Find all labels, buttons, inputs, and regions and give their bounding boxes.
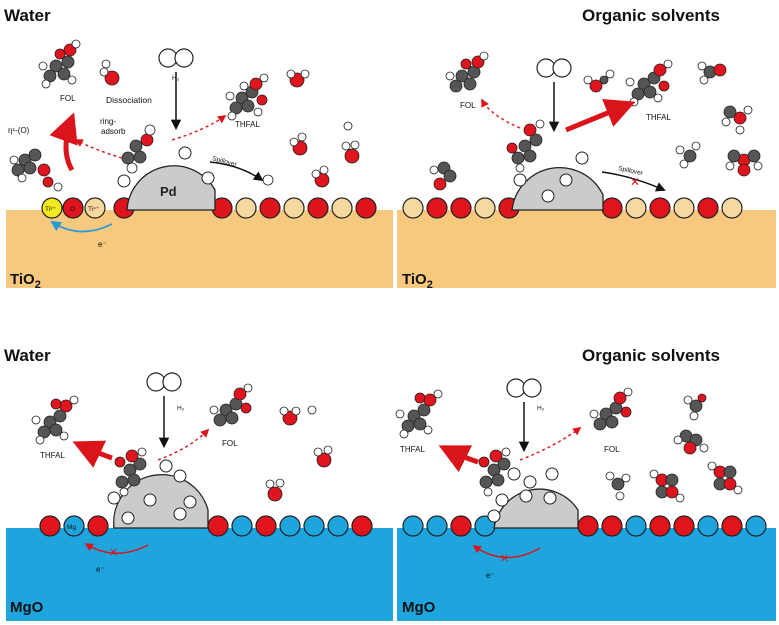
electron-label: e⁻ [96, 565, 105, 574]
surface-atoms-top-left [41, 197, 377, 219]
panel-title-top-left: Water [4, 6, 51, 25]
fol-label: FOL [222, 439, 238, 448]
fol-molecule [445, 51, 489, 93]
h2-molecule [146, 372, 182, 392]
thfal-molecule [225, 73, 269, 121]
panel-title-top-right: Organic solvents [582, 6, 720, 25]
fol-label: FOL [60, 94, 76, 103]
h2-molecule [536, 58, 572, 78]
oxygen-atom [62, 197, 84, 219]
dissociation-label: Dissociation [106, 95, 152, 105]
blocked-x-icon: ✕ [109, 547, 118, 559]
oxygen-atom [355, 197, 377, 219]
support-label-top-left: TiO2 [10, 271, 41, 291]
ti-atom [331, 197, 353, 219]
support-label-top-right: TiO2 [402, 271, 433, 291]
panel-bottom-right: Organic solvents MgO H₂ [395, 346, 776, 621]
pd-label: Pd [160, 184, 177, 199]
fol-molecule [38, 39, 81, 89]
surface-atoms-top-right [402, 197, 743, 219]
spillover-label: Spillover [211, 155, 238, 168]
water-molecules [265, 405, 333, 502]
fol-molecule [209, 383, 253, 427]
ring-adsorb-label: ring- [100, 117, 116, 126]
adsorbed-fol [121, 124, 156, 174]
ti3-atom [41, 197, 63, 219]
panel-bottom-left: Water MgO Mg H₂ [4, 346, 393, 621]
ti-atom [235, 197, 257, 219]
ti-atom [283, 197, 305, 219]
blocked-x-icon: ✕ [630, 175, 640, 189]
svg-text:adsorb: adsorb [101, 127, 126, 136]
fol-label: FOL [460, 101, 476, 110]
panel-top-right: Organic solvents TiO2 [397, 6, 776, 291]
h2-molecule [506, 378, 542, 398]
pd-particle [126, 165, 216, 211]
ti4-label: Ti⁴⁺ [88, 206, 100, 213]
solvent-molecules [605, 393, 743, 503]
h2-label: H₂ [537, 405, 545, 412]
thfal-molecule [31, 395, 79, 445]
electron-label: e⁻ [486, 571, 495, 580]
mgo-support [6, 528, 393, 621]
water-molecules [99, 59, 360, 188]
ti4-atom [84, 197, 106, 219]
mg-label: Mg [67, 524, 76, 531]
thfal-label: THFAL [40, 451, 65, 460]
panel-title-bottom-right: Organic solvents [582, 346, 720, 365]
adsorbed-fol [506, 119, 545, 173]
adsorbed-fol [114, 447, 147, 497]
o-label: O [70, 206, 75, 213]
electron-label: e⁻ [98, 240, 107, 249]
surface-atoms-bottom-left [39, 515, 373, 537]
thfal-label: THFAL [235, 120, 260, 129]
solvent-molecules [429, 61, 763, 191]
tio2-support [397, 210, 776, 288]
oxygen-atom [307, 197, 329, 219]
panel-top-left: Water TiO2 Ti³⁺ O Ti⁴⁺ Pd H₂ [4, 6, 393, 291]
ti3-label: Ti³⁺ [45, 206, 56, 213]
thfal-molecule [395, 389, 443, 439]
blocked-x-icon: ✕ [500, 553, 509, 565]
eta-adsorbed-molecule [9, 148, 54, 188]
h2-label: H₂ [177, 405, 185, 412]
thfal-molecule [625, 59, 673, 107]
thfal-label: THFAL [646, 113, 671, 122]
oxygen-atom [259, 197, 281, 219]
pd-particle [511, 167, 604, 211]
tio2-support [6, 210, 393, 288]
panel-title-bottom-left: Water [4, 346, 51, 365]
surface-atoms-bottom-right [402, 515, 767, 537]
pd-particle [493, 488, 579, 529]
fol-label: FOL [604, 445, 620, 454]
eta-label: η¹-(O) [8, 126, 30, 135]
adsorbed-fol [478, 447, 511, 497]
mgo-support [397, 528, 776, 621]
support-label-bottom-left: MgO [10, 599, 44, 616]
fol-molecule [589, 387, 633, 431]
h2-molecule [158, 48, 194, 68]
support-label-bottom-right: MgO [402, 599, 436, 616]
thfal-label: THFAL [400, 445, 425, 454]
